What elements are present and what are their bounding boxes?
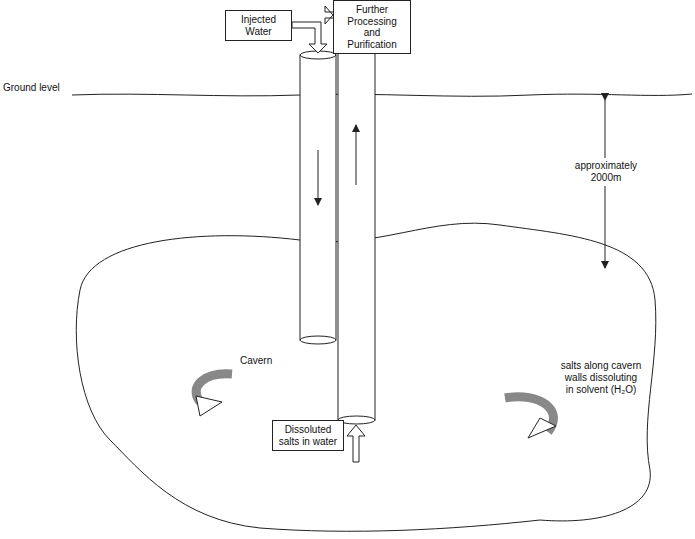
cavern-label: Cavern [240, 355, 300, 367]
output-box: Further Processing and Purification [333, 0, 411, 54]
process-note: salts along cavern walls dissoluting in … [560, 360, 642, 396]
circulation-arrow [196, 374, 556, 438]
ground-line [72, 94, 692, 96]
node-text: Dissoluted salts in water [277, 424, 339, 447]
brine-box: Dissoluted salts in water [272, 420, 344, 451]
extraction-pipe [338, 28, 375, 424]
input-box: Injected Water [225, 10, 292, 41]
node-text: Further Processing and Purification [338, 4, 406, 50]
injection-pipe [300, 51, 336, 344]
node-text: Injected Water [230, 14, 287, 37]
ground-level-label: Ground level [3, 82, 75, 94]
flow-arrow [292, 6, 365, 462]
dimension-label: approximately 2000m [572, 158, 640, 186]
